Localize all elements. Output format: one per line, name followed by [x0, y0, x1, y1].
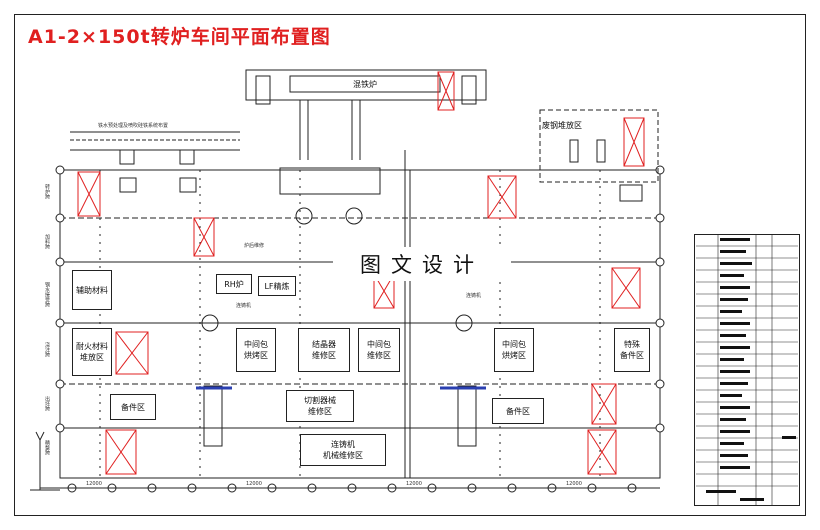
- special-parts-zone: 特殊 备件区: [614, 328, 650, 372]
- parts-zone-left: 备件区: [110, 394, 156, 420]
- drawing-frame: [14, 14, 806, 516]
- bay-label: 加料跨: [44, 234, 50, 249]
- scrap-label: 废钢堆放区: [542, 121, 582, 130]
- aux-material-zone: 辅助材料: [72, 270, 112, 310]
- dimension-label: 12000: [86, 481, 102, 487]
- rh-zone: RH炉: [216, 274, 252, 294]
- tundish-repair-zone: 中间包 维修区: [358, 328, 400, 372]
- watermark-text: 图文设计: [333, 247, 511, 281]
- bay-label: 浇注跨: [44, 342, 50, 357]
- refractory-zone: 耐火材料 堆放区: [72, 328, 112, 376]
- crystallizer-zone: 结晶器 维修区: [298, 328, 350, 372]
- caster-repair-zone: 连铸机 机械维修区: [300, 434, 386, 466]
- dimension-label: 12000: [566, 481, 582, 487]
- bay-label: 精整跨: [44, 440, 50, 455]
- dimension-label: 12000: [406, 481, 422, 487]
- bay-label: 钢水接受跨: [44, 282, 50, 307]
- page-title: A1-2×150t转炉车间平面布置图: [28, 26, 331, 48]
- pretreatment-note: 铁水预处理及喷吹硅铁系统布置: [98, 123, 169, 129]
- bay-label: 转炉跨: [44, 184, 50, 199]
- caster-note: 连铸机: [466, 293, 482, 299]
- repair-note: 炉后维修: [244, 243, 265, 249]
- tundish-bake-zone-1: 中间包 烘烤区: [236, 328, 276, 372]
- cutter-zone: 切割器械 维修区: [286, 390, 354, 422]
- dimension-label: 12000: [246, 481, 262, 487]
- bay-label: 出坯跨: [44, 396, 50, 411]
- parts-zone-right: 备件区: [492, 398, 544, 424]
- mixer-label: 混铁炉: [353, 79, 377, 89]
- caster-note: 连铸机: [236, 303, 252, 309]
- lf-zone: LF精炼: [258, 276, 296, 296]
- tundish-bake-zone-2: 中间包 烘烤区: [494, 328, 534, 372]
- legend-table: [694, 234, 800, 506]
